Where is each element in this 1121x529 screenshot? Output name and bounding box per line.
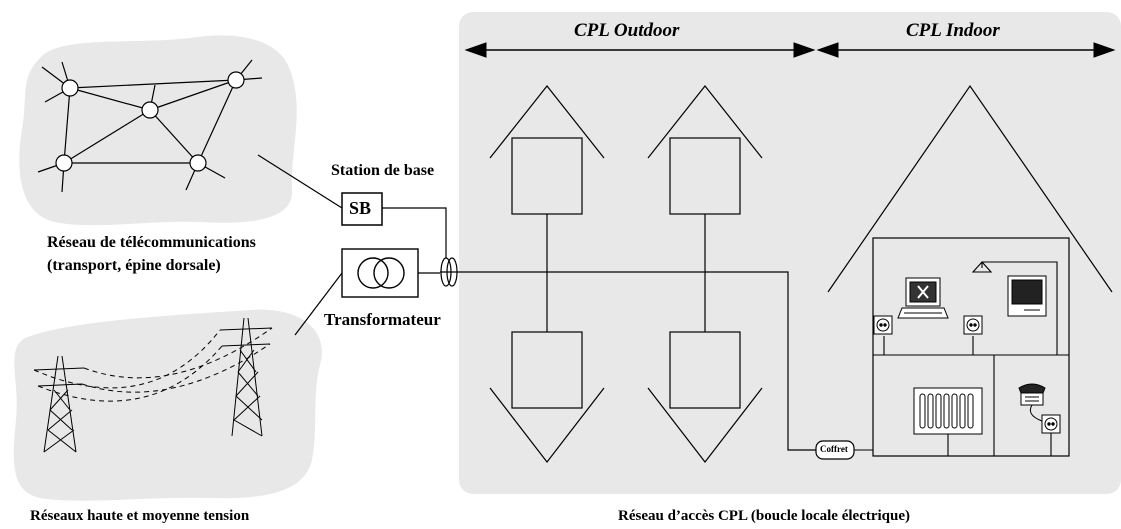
transformer-feed	[294, 272, 343, 336]
outdoor-buildings-1	[489, 85, 605, 463]
power-network-label: Réseaux haute et moyenne tension	[30, 508, 250, 524]
station-de-base-label: Station de base	[331, 162, 435, 179]
sb-box	[341, 192, 383, 226]
indoor-house-roof	[827, 84, 1113, 293]
indoor-wiring	[841, 261, 1069, 456]
transformer-icon	[341, 248, 419, 298]
telecom-mesh	[37, 59, 343, 209]
coffret-label: Coffret	[820, 444, 848, 454]
telecom-network-sublabel: (transport, épine dorsale)	[47, 257, 221, 274]
computer-icon	[897, 277, 949, 319]
power-network-cloud	[13, 309, 322, 501]
power-outlet-icon	[873, 315, 893, 335]
transformateur-label: Transformateur	[324, 310, 441, 329]
coffret-box	[815, 440, 855, 460]
power-outlet-icon	[963, 315, 983, 335]
radiator-icon	[913, 387, 983, 435]
outdoor-buildings-2	[647, 85, 763, 463]
cpl-outdoor-arrow	[464, 42, 816, 58]
power-outlet-icon	[1041, 414, 1061, 434]
sb-link	[382, 207, 447, 258]
monitor-icon	[1007, 275, 1047, 317]
antenna-icon	[971, 261, 993, 273]
transmission-tower-icon	[219, 317, 273, 437]
cpl-indoor-arrow	[816, 42, 1116, 58]
telephone-icon	[1018, 383, 1046, 422]
cpl-indoor-label: CPL Indoor	[906, 20, 1000, 41]
access-network-label: Réseau d’accès CPL (boucle locale électr…	[618, 508, 911, 524]
cpl-outdoor-label: CPL Outdoor	[574, 20, 680, 41]
transmission-tower-icon	[33, 355, 85, 453]
telecom-network-cloud	[19, 35, 297, 226]
main-power-line	[440, 271, 816, 451]
sb-label: SB	[349, 198, 372, 218]
power-cables	[33, 327, 273, 402]
telecom-network-label: Réseau de télécommunications	[47, 234, 256, 251]
